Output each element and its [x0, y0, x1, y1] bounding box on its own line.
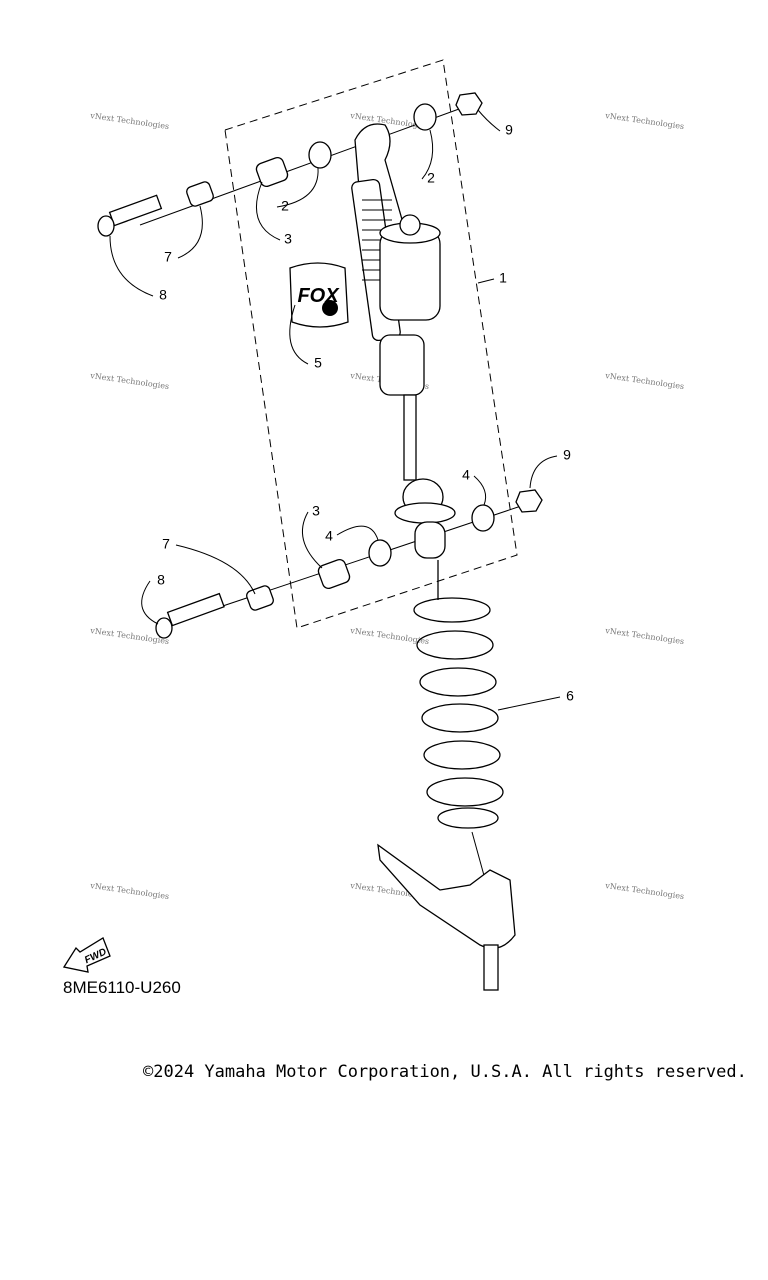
upper-bolt	[97, 194, 163, 237]
upper-nut	[455, 92, 483, 116]
upper-spacer-right	[413, 103, 437, 131]
upper-bushing	[255, 156, 289, 188]
watermark: vNext Technologies	[604, 626, 685, 646]
callout-9-upper: 9	[505, 122, 513, 138]
diagram-code: 8ME6110-U260	[63, 978, 181, 997]
lower-axis-line	[174, 502, 531, 623]
callout-2-left: 2	[281, 198, 289, 214]
watermark: vNext Technologies	[604, 111, 685, 131]
fwd-arrow-icon: FWD	[62, 937, 111, 973]
watermark: vNext Technologies	[89, 371, 170, 391]
callout-1: 1	[499, 270, 507, 286]
callout-8-lower: 8	[157, 572, 165, 588]
swing-arm-mount	[377, 831, 516, 991]
callout-8-upper: 8	[159, 287, 167, 303]
upper-collar	[186, 181, 214, 207]
leader-lines	[109, 109, 561, 711]
lower-spacer-left	[368, 539, 392, 567]
lower-collar	[246, 585, 274, 611]
callout-5: 5	[314, 355, 322, 371]
callout-7-upper: 7	[164, 249, 172, 265]
callout-9-lower: 9	[563, 447, 571, 463]
callout-3-upper: 3	[284, 231, 292, 247]
callout-4-right: 4	[462, 467, 470, 483]
callout-6: 6	[566, 688, 574, 704]
watermark: vNext Technologies	[604, 881, 685, 901]
callout-7-lower: 7	[162, 536, 170, 552]
fox-decal: FOX	[289, 262, 349, 328]
lower-bushing	[317, 558, 351, 590]
lower-bolt	[155, 592, 225, 639]
lower-nut	[515, 489, 543, 513]
callout-4-left: 4	[325, 528, 333, 544]
copyright-notice: ©2024 Yamaha Motor Corporation, U.S.A. A…	[143, 1062, 747, 1082]
callout-2-right: 2	[427, 170, 435, 186]
watermark: vNext Technologies	[604, 371, 685, 391]
coil-spring	[413, 560, 504, 829]
callout-3-lower: 3	[312, 503, 320, 519]
lower-spacer-right	[471, 504, 495, 532]
watermark: vNext Technologies	[89, 881, 170, 901]
watermark: vNext Technologies	[89, 111, 170, 131]
assembly-boundary	[224, 59, 518, 629]
upper-spacer-left	[308, 141, 332, 169]
shock-absorber	[351, 123, 456, 559]
